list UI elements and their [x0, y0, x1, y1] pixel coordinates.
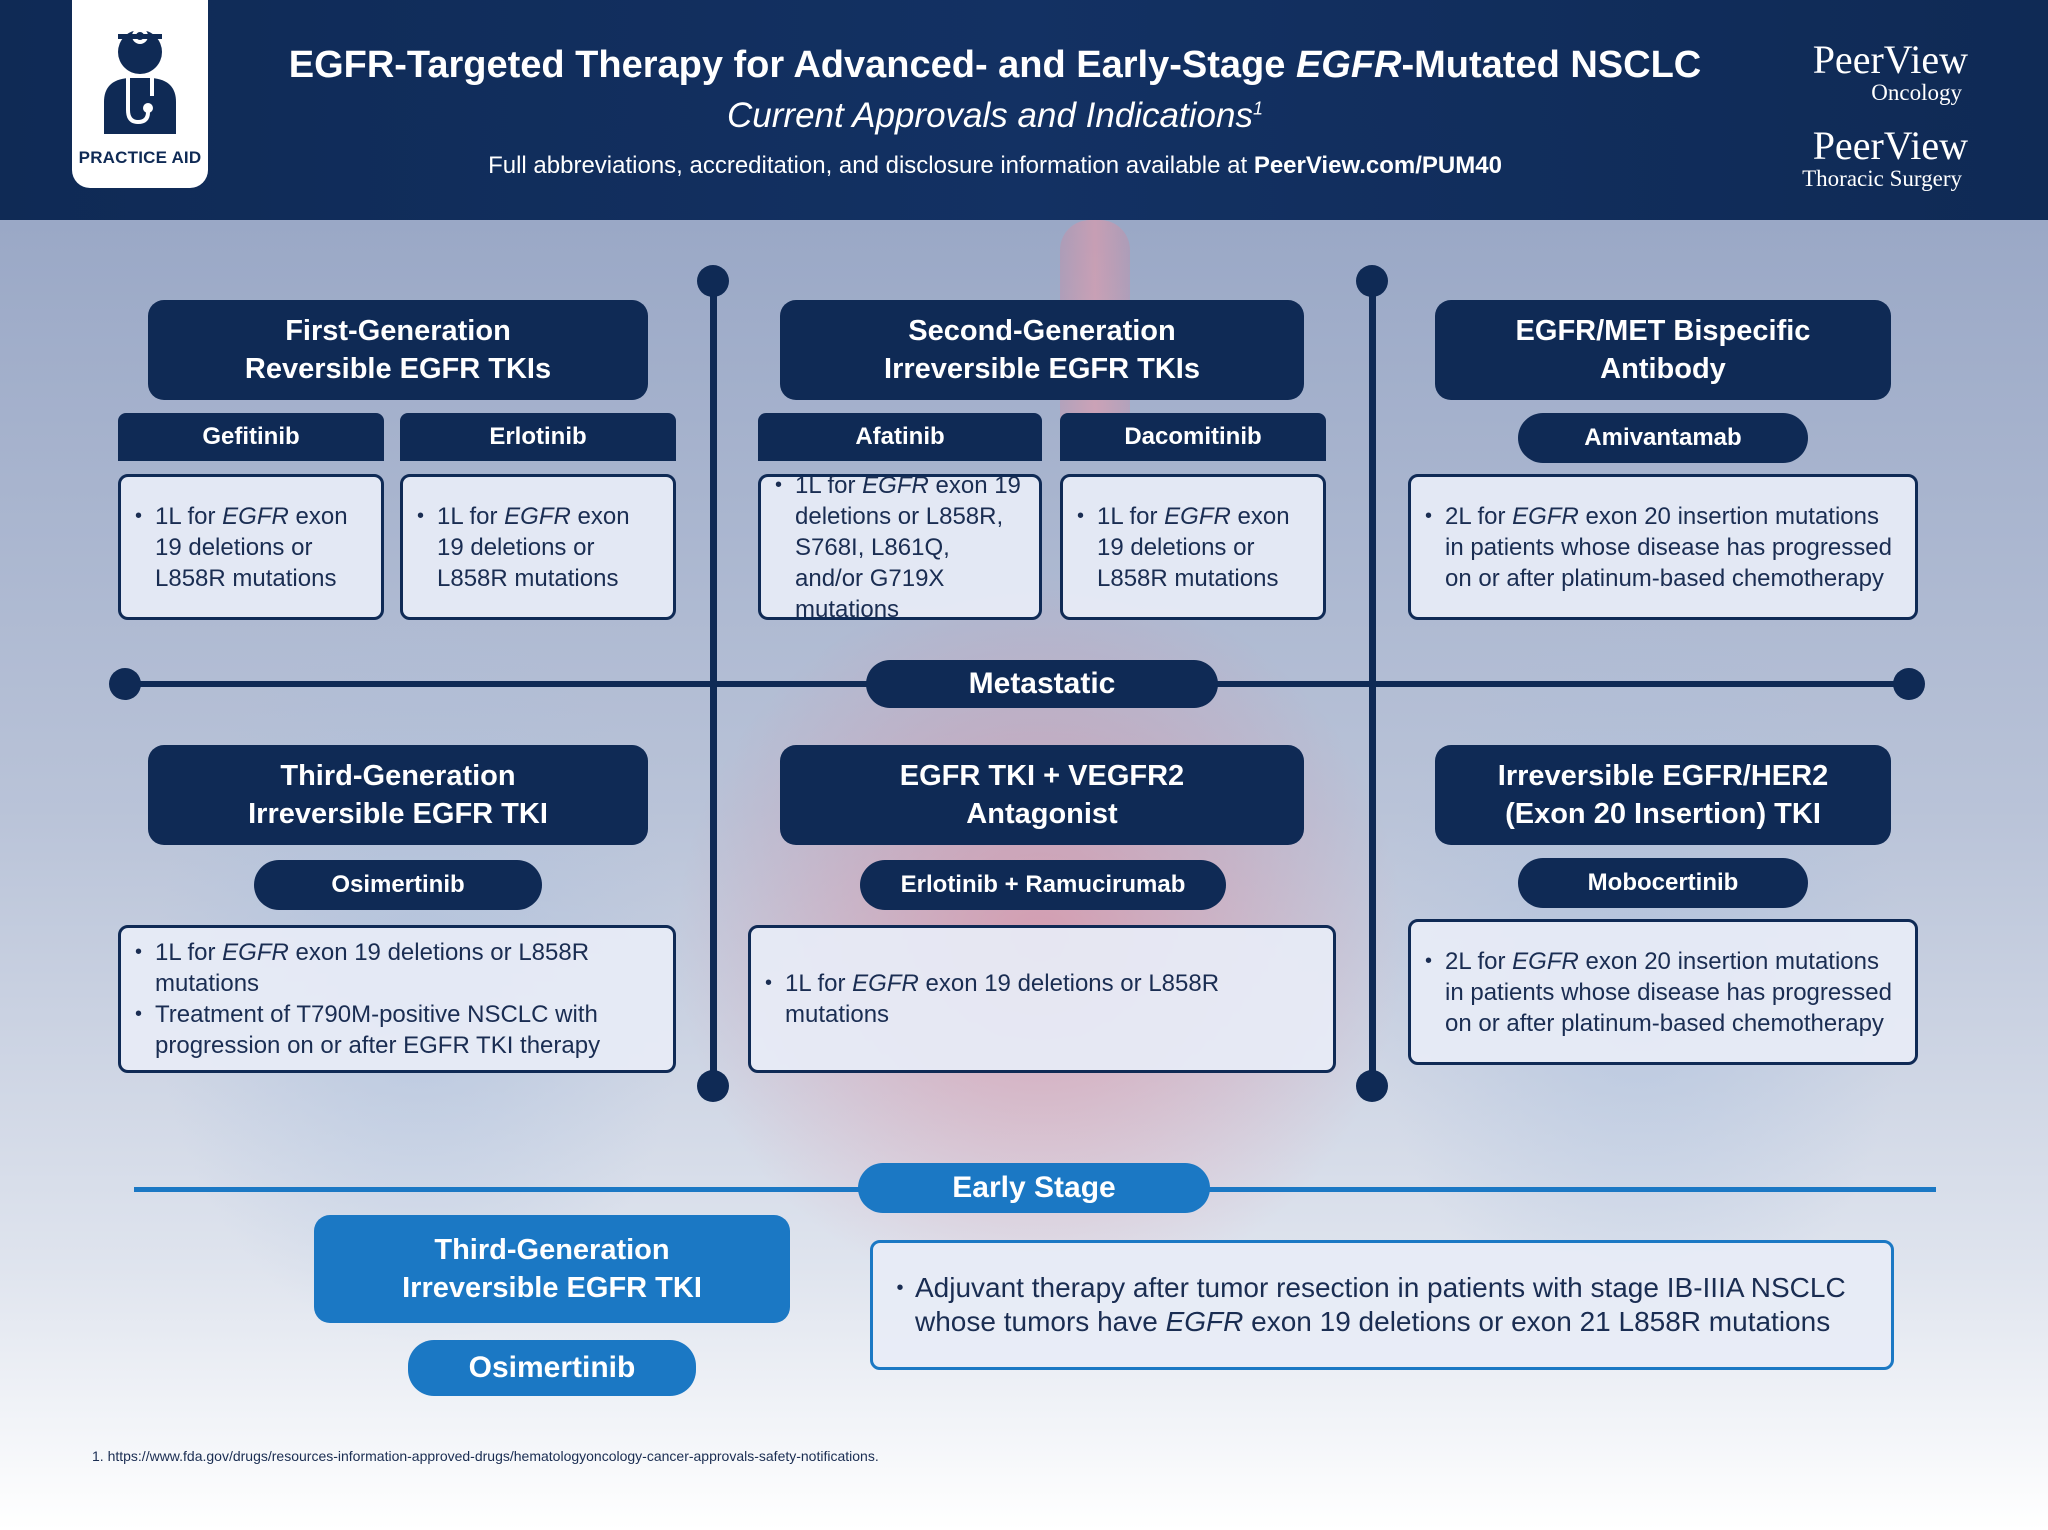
indication-text: 1L for EGFR exon 19 deletions or L858R m…	[1097, 502, 1290, 592]
category-line: Antagonist	[966, 798, 1118, 830]
divider-dot	[1893, 668, 1925, 700]
divider-dot	[697, 1070, 729, 1102]
indication-text: 1L for EGFR exon 19 deletions or L858R m…	[785, 970, 1220, 1028]
doctor-icon	[104, 28, 176, 134]
category-egfr-met-bispecific: EGFR/MET Bispecific Antibody	[1435, 300, 1891, 400]
indication-box-amivantamab: •2L for EGFR exon 20 insertion mutations…	[1408, 474, 1918, 620]
drug-dacomitinib: Dacomitinib	[1060, 413, 1326, 461]
category-line: Third-Generation	[434, 1234, 670, 1266]
logo2-main: PeerView	[1812, 123, 1968, 168]
indication-box-dacomitinib: •1L for EGFR exon 19 deletions or L858R …	[1060, 474, 1326, 620]
indication-box-early-stage: •Adjuvant therapy after tumor resection …	[870, 1240, 1894, 1370]
category-egfr-her2-tki: Irreversible EGFR/HER2 (Exon 20 Insertio…	[1435, 745, 1891, 845]
indication-bullet: •1L for EGFR exon 19 deletions or L858R,…	[775, 470, 1023, 625]
category-line: First-Generation	[285, 315, 511, 347]
disclosure-link[interactable]: PeerView.com/PUM40	[1253, 152, 1502, 179]
title-text: EGFR-Targeted Therapy for Advanced- and …	[288, 44, 1702, 86]
subtitle-reference: 1	[1252, 98, 1263, 119]
indication-text: Adjuvant therapy after tumor resection i…	[915, 1272, 1846, 1337]
indication-text: 1L for EGFR exon 19 deletions or L858R m…	[155, 939, 590, 997]
early-stage-label: Early Stage	[858, 1163, 1210, 1213]
indication-bullet: •1L for EGFR exon 19 deletions or L858R …	[135, 937, 657, 999]
logo2-sub: Thoracic Surgery	[1802, 166, 1962, 191]
category-line: Irreversible EGFR/HER2	[1497, 760, 1829, 792]
category-egfr-tki-vegfr2: EGFR TKI + VEGFR2 Antagonist	[780, 745, 1304, 845]
practice-aid-badge: PRACTICE AID	[72, 0, 208, 188]
logo1-sub: Oncology	[1871, 80, 1962, 105]
disclosure-line: Full abbreviations, accreditation, and d…	[230, 152, 1760, 180]
indication-bullet: •1L for EGFR exon 19 deletions or L858R …	[417, 501, 657, 594]
indication-bullet: •Adjuvant therapy after tumor resection …	[885, 1271, 1861, 1339]
drug-erlotinib: Erlotinib	[400, 413, 676, 461]
indication-bullet: •Treatment of T790M-positive NSCLC with …	[135, 999, 657, 1061]
category-third-generation: Third-Generation Irreversible EGFR TKI	[148, 745, 648, 845]
practice-aid-label: PRACTICE AID	[78, 148, 202, 167]
category-line: Irreversible EGFR TKIs	[884, 353, 1200, 385]
drug-early-osimertinib: Osimertinib	[408, 1340, 696, 1396]
indication-box-gefitinib: •1L for EGFR exon 19 deletions or L858R …	[118, 474, 384, 620]
header-banner: PRACTICE AID EGFR-Targeted Therapy for A…	[0, 0, 2048, 220]
peerview-thoracic-logo: PeerView Thoracic Surgery	[1802, 126, 1968, 192]
indication-text: 2L for EGFR exon 20 insertion mutations …	[1445, 502, 1892, 592]
subtitle-text: Current Approvals and Indications	[727, 96, 1253, 135]
category-line: EGFR TKI + VEGFR2	[899, 760, 1185, 792]
page-title: EGFR-Targeted Therapy for Advanced- and …	[230, 44, 1760, 87]
drug-amivantamab: Amivantamab	[1518, 413, 1808, 463]
category-line: Irreversible EGFR TKI	[402, 1272, 702, 1304]
metastatic-label: Metastatic	[866, 660, 1218, 708]
indication-bullet: •2L for EGFR exon 20 insertion mutations…	[1425, 946, 1899, 1039]
indication-bullet: •1L for EGFR exon 19 deletions or L858R …	[135, 501, 365, 594]
indication-box-osimertinib: •1L for EGFR exon 19 deletions or L858R …	[118, 925, 676, 1073]
category-line: (Exon 20 Insertion) TKI	[1505, 798, 1821, 830]
footnote: 1. https://www.fda.gov/drugs/resources-i…	[92, 1448, 879, 1464]
category-line: Irreversible EGFR TKI	[248, 798, 548, 830]
divider-dot	[697, 265, 729, 297]
category-line: Second-Generation	[908, 315, 1176, 347]
drug-erlotinib-ramucirumab: Erlotinib + Ramucirumab	[860, 860, 1226, 910]
logo1-main: PeerView	[1812, 37, 1968, 82]
page-subtitle: Current Approvals and Indications1	[230, 96, 1760, 136]
indication-box-erlotinib-ramucirumab: •1L for EGFR exon 19 deletions or L858R …	[748, 925, 1336, 1073]
indication-bullet: •1L for EGFR exon 19 deletions or L858R …	[765, 968, 1317, 1030]
category-early-third-generation: Third-Generation Irreversible EGFR TKI	[314, 1215, 790, 1323]
divider-dot	[109, 668, 141, 700]
category-line: EGFR/MET Bispecific	[1515, 315, 1811, 347]
category-line: Antibody	[1600, 353, 1726, 385]
indication-box-erlotinib: •1L for EGFR exon 19 deletions or L858R …	[400, 474, 676, 620]
category-second-generation: Second-Generation Irreversible EGFR TKIs	[780, 300, 1304, 400]
peerview-oncology-logo: PeerView Oncology	[1813, 40, 1968, 106]
category-first-generation: First-Generation Reversible EGFR TKIs	[148, 300, 648, 400]
indication-text: 1L for EGFR exon 19 deletions or L858R m…	[437, 502, 630, 592]
indication-text: 2L for EGFR exon 20 insertion mutations …	[1445, 947, 1892, 1037]
drug-osimertinib: Osimertinib	[254, 860, 542, 910]
indication-text: 1L for EGFR exon 19 deletions or L858R m…	[155, 502, 348, 592]
divider-dot	[1356, 265, 1388, 297]
indication-text: 1L for EGFR exon 19 deletions or L858R, …	[795, 471, 1021, 623]
drug-gefitinib: Gefitinib	[118, 413, 384, 461]
indication-bullet: •2L for EGFR exon 20 insertion mutations…	[1425, 501, 1899, 594]
indication-bullet: •1L for EGFR exon 19 deletions or L858R …	[1077, 501, 1307, 594]
category-line: Reversible EGFR TKIs	[244, 353, 552, 385]
indication-text: Treatment of T790M-positive NSCLC with p…	[155, 1001, 601, 1059]
drug-afatinib: Afatinib	[758, 413, 1042, 461]
divider-dot	[1356, 1070, 1388, 1102]
disclosure-text: Full abbreviations, accreditation, and d…	[488, 152, 1254, 179]
category-line: Third-Generation	[280, 760, 516, 792]
drug-mobocertinib: Mobocertinib	[1518, 858, 1808, 908]
indication-box-mobocertinib: •2L for EGFR exon 20 insertion mutations…	[1408, 919, 1918, 1065]
indication-box-afatinib: •1L for EGFR exon 19 deletions or L858R,…	[758, 472, 1042, 623]
